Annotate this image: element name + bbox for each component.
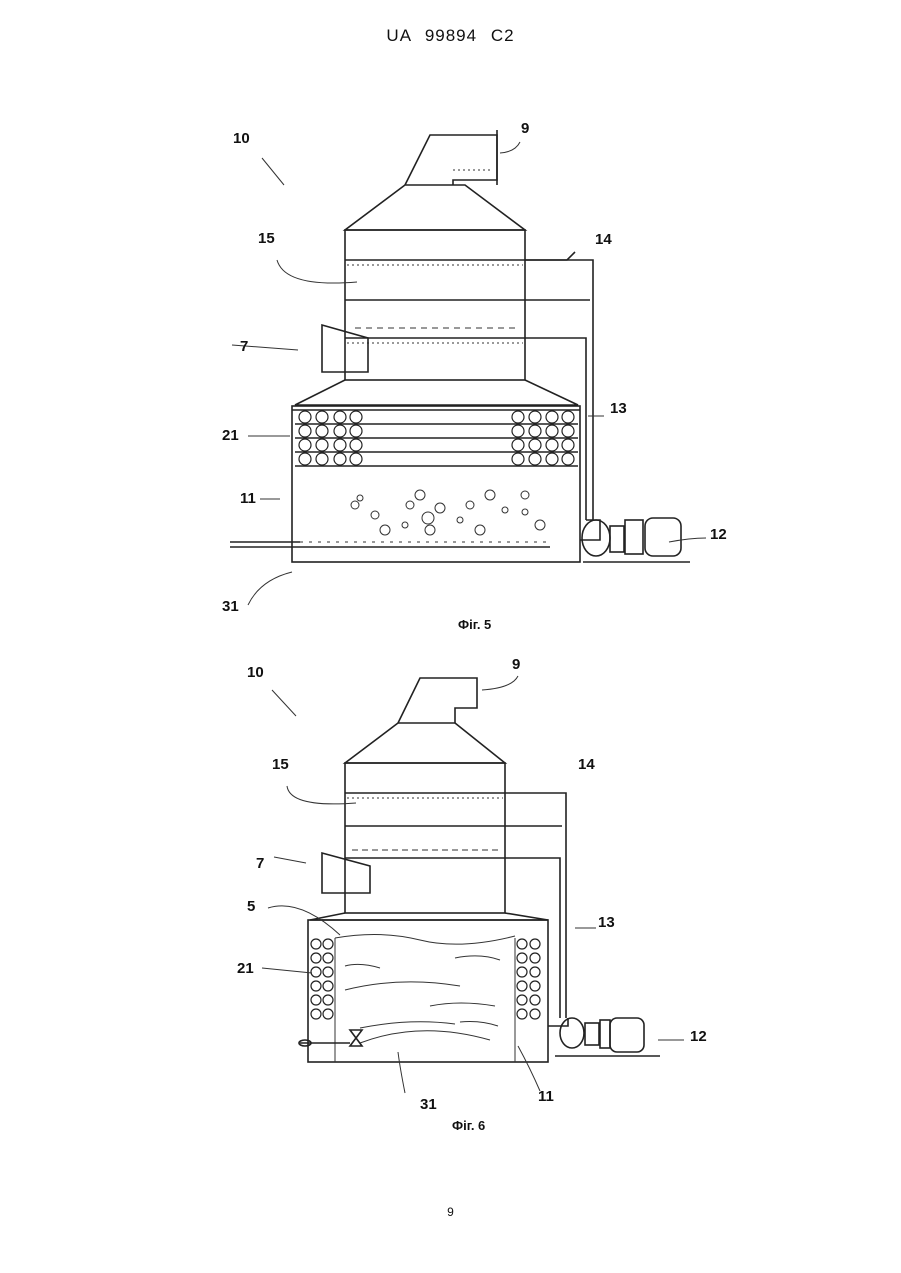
label-7: 7 <box>240 338 248 355</box>
bubbles-fig5 <box>351 490 545 535</box>
label-7: 7 <box>256 855 264 872</box>
label-14: 14 <box>595 231 612 248</box>
page-number: 9 <box>0 1205 901 1219</box>
label-11: 11 <box>538 1088 554 1105</box>
label-14: 14 <box>578 756 595 773</box>
tube-bundles-fig6 <box>311 939 540 1019</box>
label-13: 13 <box>610 400 627 417</box>
label-11: 11 <box>240 490 256 507</box>
tube-rows-fig5 <box>295 411 578 466</box>
figure-5-drawing <box>0 110 901 640</box>
label-15: 15 <box>258 230 275 247</box>
label-10: 10 <box>247 664 264 681</box>
patent-header: UA 99894 C2 <box>0 26 901 46</box>
label-12: 12 <box>710 526 727 543</box>
label-9: 9 <box>512 656 520 673</box>
figure-6-caption: Фіг. 6 <box>452 1118 485 1133</box>
label-10: 10 <box>233 130 250 147</box>
label-31: 31 <box>420 1096 437 1113</box>
figure-5: 10 9 15 14 7 13 21 11 12 31 Фіг. 5 <box>0 110 901 640</box>
label-21: 21 <box>222 427 239 444</box>
label-13: 13 <box>598 914 615 931</box>
label-15: 15 <box>272 756 289 773</box>
figure-6: 10 9 15 14 7 13 5 21 12 31 11 Фіг. 6 <box>0 648 901 1140</box>
label-5: 5 <box>247 898 255 915</box>
figure-6-drawing <box>0 648 901 1140</box>
liquid-contours-fig6 <box>345 956 500 1043</box>
label-21: 21 <box>237 960 254 977</box>
label-9: 9 <box>521 120 529 137</box>
figure-5-caption: Фіг. 5 <box>458 617 491 632</box>
label-31: 31 <box>222 598 239 615</box>
label-12: 12 <box>690 1028 707 1045</box>
